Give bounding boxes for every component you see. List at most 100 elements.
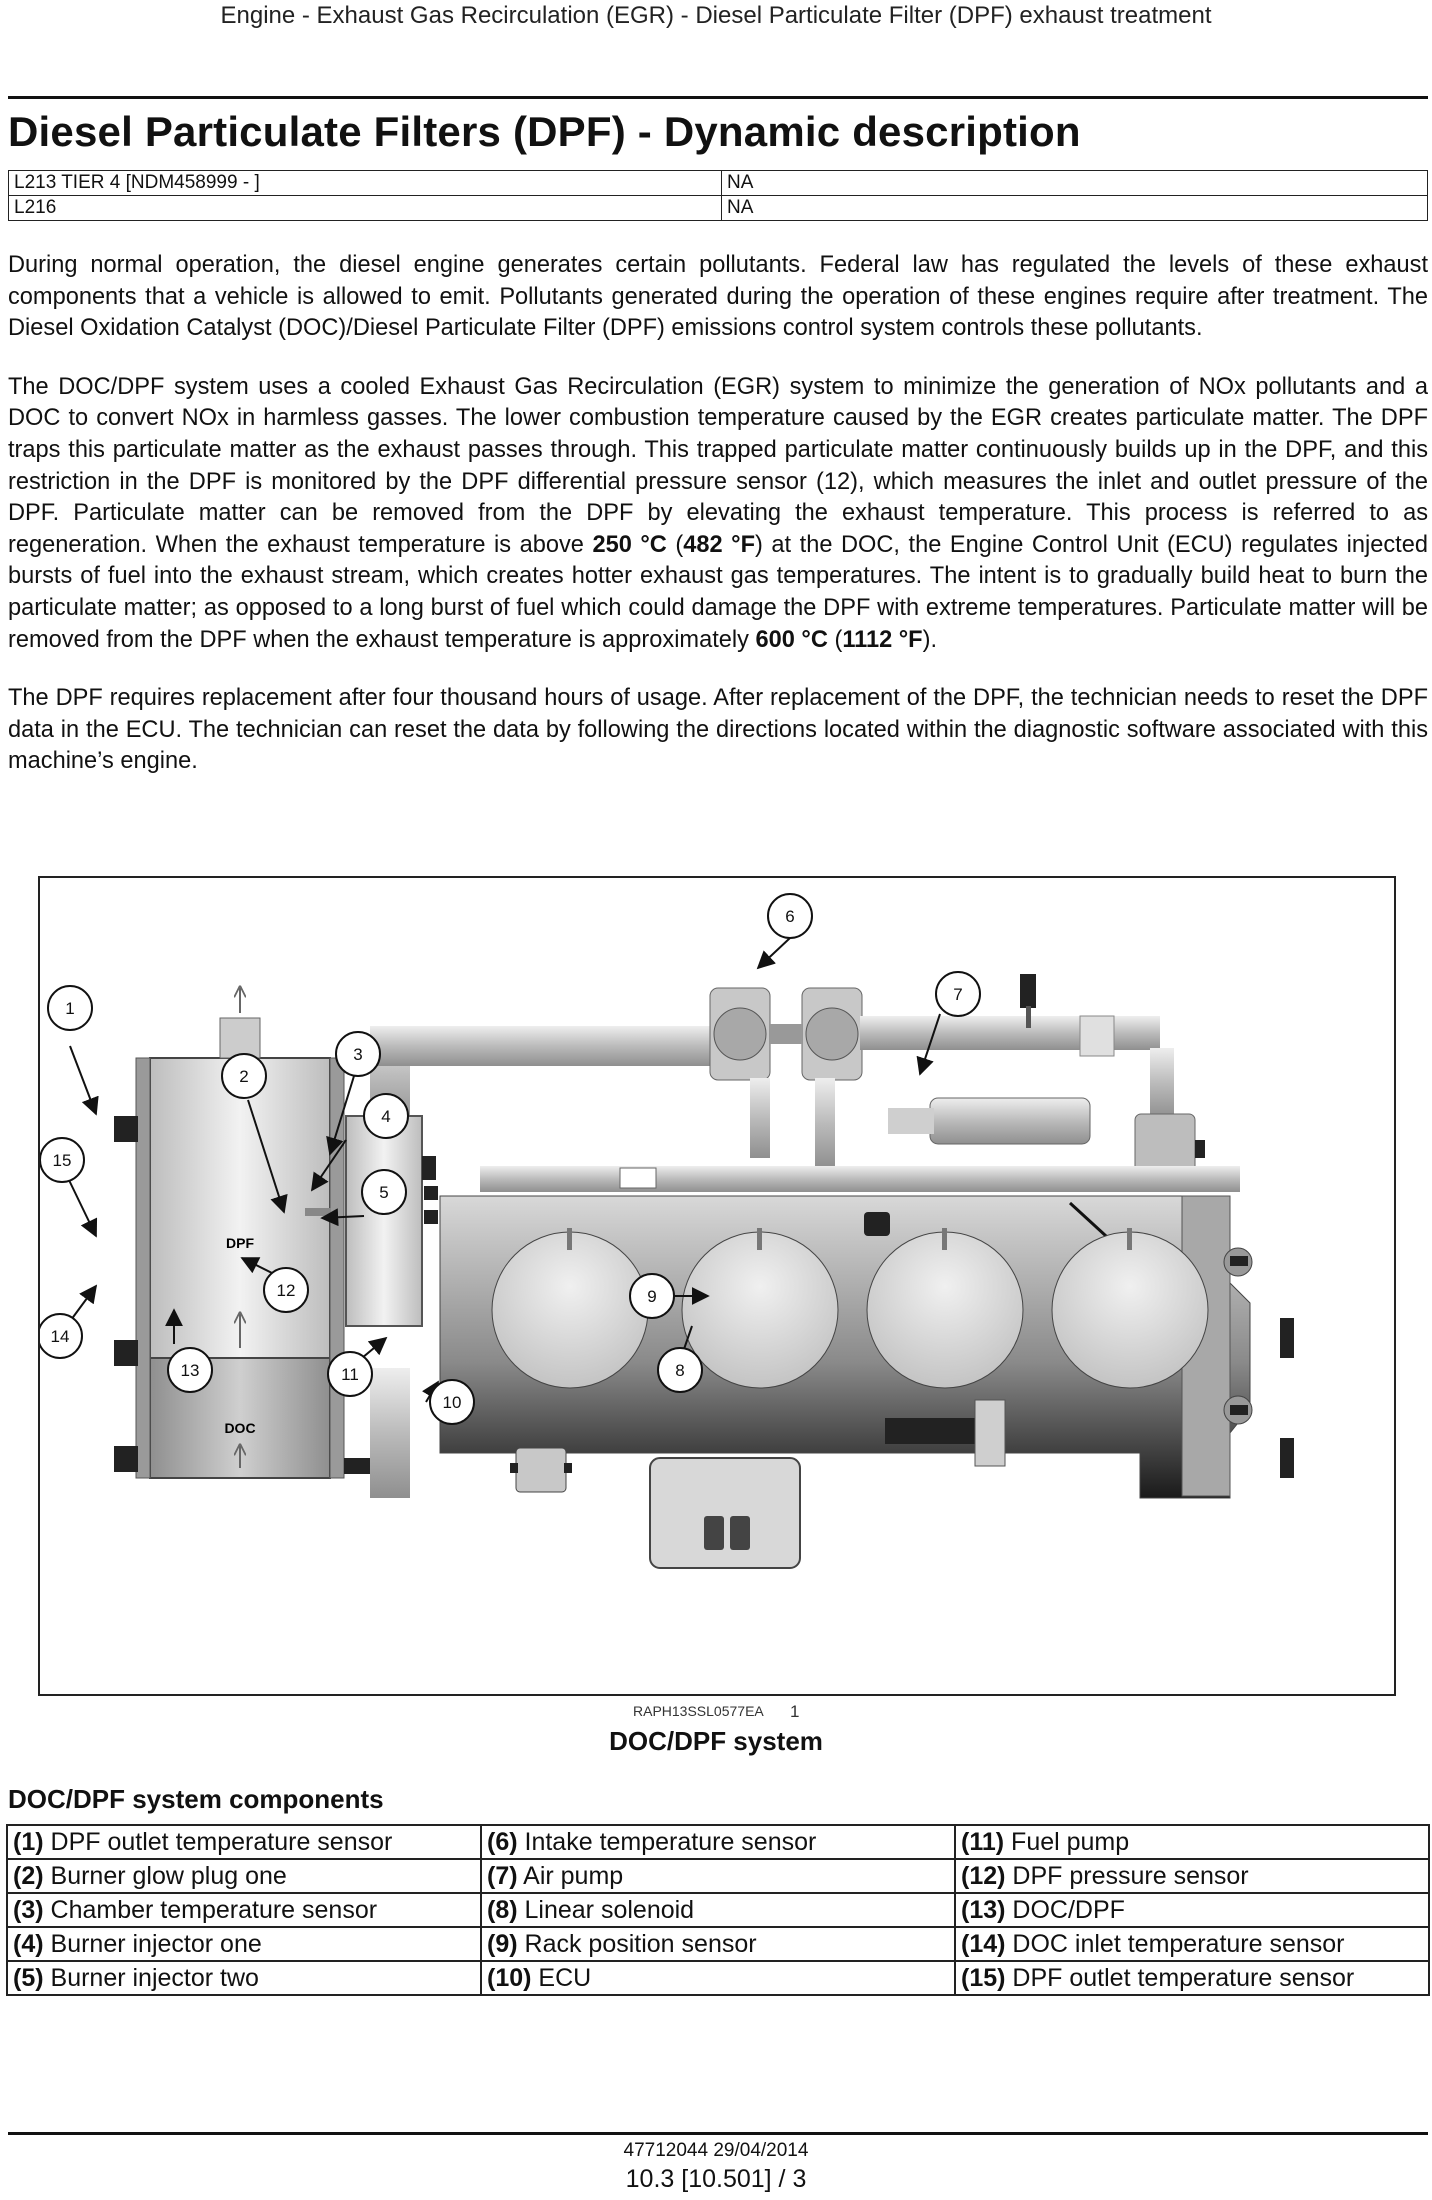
cylinder [681,1231,839,1389]
fuel-pump [515,1447,567,1493]
component-name: Burner glow plug one [50,1861,287,1890]
diagram-svg: DPF DOC [40,893,1294,1569]
component-number: (11) [961,1827,1005,1856]
component-name: Intake temperature sensor [524,1827,817,1856]
component-cell: (12) DPF pressure sensor [954,1858,1430,1894]
sensor-probe [1026,1006,1031,1028]
callout-number: 14 [51,1327,70,1346]
component-name: Rack position sensor [524,1929,757,1958]
component-cell: (4) Burner injector one [6,1926,482,1962]
egr-cooler [929,1097,1091,1145]
paragraph-text: The DOC/DPF system uses a cooled Exhaust… [8,373,1428,558]
component-number: (9) [487,1929,518,1958]
component-name: Burner injector two [50,1963,259,1992]
leader-line [247,1099,288,1214]
component-number: (8) [487,1895,518,1924]
egr-pipe [888,1108,934,1134]
component-name: Fuel pump [1011,1827,1130,1856]
callout-number: 3 [353,1045,362,1064]
component-name: Burner injector one [50,1929,262,1958]
temperature-value: 1112 °F [842,626,923,653]
component-number: (4) [13,1929,44,1958]
component-number: (12) [961,1861,1006,1890]
model-cell: L216 [8,195,722,221]
paragraph-system: The DOC/DPF system uses a cooled Exhaust… [8,372,1428,656]
callout-3 [335,1031,381,1077]
side-sensor-body [1230,1256,1248,1266]
exhaust-pipe [750,1078,770,1158]
component-cell: (9) Rack position sensor [480,1926,956,1962]
page-title: Diesel Particulate Filters (DPF) - Dynam… [8,108,1081,155]
burner-injector-one [424,1186,438,1200]
burner-chamber [345,1115,423,1327]
injector [757,1228,762,1250]
table-row: (4) Burner injector one (9) Rack positio… [6,1926,1430,1962]
linear-solenoid-body [974,1399,1006,1467]
dpf-outlet-temp-sensor-15 [114,1340,138,1366]
canister-flange [329,1057,345,1479]
callout-6 [767,893,813,939]
dpf-outlet-temp-sensor [114,1116,138,1142]
leader-line [240,1257,275,1275]
callout-2 [221,1053,267,1099]
paragraph-text: ( [666,531,684,558]
linear-solenoid [885,1418,975,1444]
canister-flange [135,1057,151,1479]
component-cell: (1) DPF outlet temperature sensor [6,1824,482,1860]
paragraph-intro: During normal operation, the diesel engi… [8,252,1428,342]
component-cell: (15) DPF outlet temperature sensor [954,1960,1430,1996]
callout-13 [167,1347,213,1393]
component-number: (1) [13,1827,44,1856]
leader-line [320,1208,365,1227]
figure-code: RAPH13SSL0577EA [633,1703,764,1719]
component-cell: (8) Linear solenoid [480,1892,956,1928]
turbo-shaft [770,1024,802,1044]
component-name: DPF pressure sensor [1012,1861,1249,1890]
cylinder [491,1231,649,1389]
callout-12 [263,1267,309,1313]
callout-number: 9 [647,1287,656,1306]
callout-number: 2 [239,1067,248,1086]
callout-4 [363,1093,409,1139]
paragraph-replacement: The DPF requires replacement after four … [8,685,1428,775]
component-cell: (5) Burner injector two [6,1960,482,1996]
component-name: DOC inlet temperature sensor [1012,1929,1345,1958]
running-header: Engine - Exhaust Gas Recirculation (EGR)… [220,2,1212,29]
callout-number: 1 [65,999,74,1018]
connector [1280,1318,1294,1358]
callout-numbers: 1 2 3 4 5 6 7 8 9 10 11 12 13 14 15 [51,907,963,1412]
table-row: L216 NA [8,195,1428,221]
fuel-pump-port [510,1463,518,1473]
components-table: (1) DPF outlet temperature sensor (6) In… [6,1824,1430,1996]
ecu-connector [704,1516,724,1550]
doc-label: DOC [224,1420,255,1436]
leader-line [69,1045,99,1116]
component-cell: (14) DOC inlet temperature sensor [954,1926,1430,1962]
callout-8 [657,1347,703,1393]
intake-pipe [860,1016,1160,1050]
callout-number: 4 [381,1107,390,1126]
component-number: (3) [13,1895,44,1924]
injector [567,1228,572,1250]
turbo-wheel [805,1007,859,1061]
paragraph-text: ) at the DOC, the Engine Control Unit (E… [8,531,1428,653]
callout-7 [935,971,981,1017]
component-number: (14) [961,1929,1006,1958]
component-cell: (10) ECU [480,1960,956,1996]
callout-1 [47,985,93,1031]
figure-caption: DOC/DPF system [609,1726,823,1756]
doc-port [344,1458,370,1474]
air-filter [1079,1015,1115,1057]
component-cell: (6) Intake temperature sensor [480,1824,956,1860]
glow-plug [305,1208,331,1216]
applicability-table: L213 TIER 4 [NDM458999 - ] NA L216 NA [8,170,1428,221]
ecu-connector [730,1516,750,1550]
figure-number: 1 [790,1702,800,1721]
component-number: (2) [13,1861,44,1890]
callout-number: 13 [181,1361,200,1380]
leader-line [326,1075,355,1156]
callout-number: 15 [53,1151,72,1170]
injector [1127,1228,1132,1250]
intake-pipe [815,1078,835,1168]
fuel-pump-port [564,1463,572,1473]
